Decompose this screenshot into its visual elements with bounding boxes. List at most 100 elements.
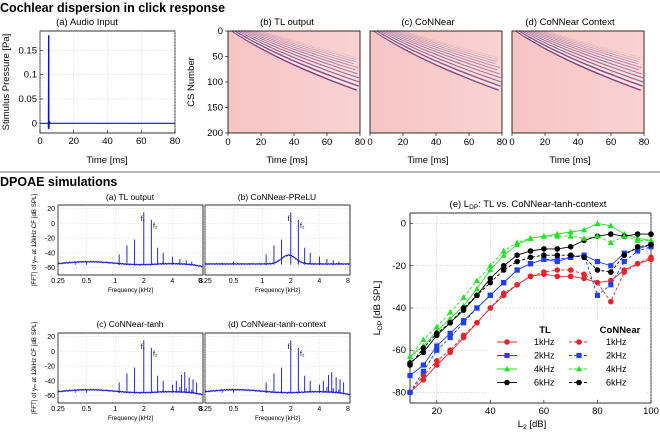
f1-label: f₁ xyxy=(141,344,146,351)
legend-label: 1kHz xyxy=(534,337,555,347)
x-axis-label: Frequency [kHz] xyxy=(255,415,300,422)
data-point xyxy=(621,252,628,259)
x-axis-label: Frequency [kHz] xyxy=(255,287,300,294)
data-point xyxy=(473,277,480,283)
data-point xyxy=(554,252,561,259)
dispersion-trace xyxy=(239,30,360,81)
data-point xyxy=(634,237,641,243)
header-dpoae: DPOAE simulations xyxy=(0,175,117,189)
x-tick-label: 1 xyxy=(260,278,264,285)
x-tick-label: 80 xyxy=(639,137,650,148)
data-point xyxy=(527,273,534,280)
data-point xyxy=(648,254,654,261)
dispersion-trace xyxy=(245,30,357,73)
y-tick-labels: 0-20-40-60-80 xyxy=(392,219,406,399)
x-tick-label: 1 xyxy=(113,406,117,413)
dispersion-trace xyxy=(385,30,500,75)
x-tick-label: 100 xyxy=(643,406,659,417)
x-tick-label: 80 xyxy=(592,406,603,417)
x-tick-label: 0 xyxy=(37,136,42,147)
x-axis-label: Time [ms] xyxy=(266,155,307,166)
dispersion-trace xyxy=(261,30,357,58)
y-tick-label: 100 xyxy=(207,77,223,88)
y-tick-label: -40 xyxy=(45,378,55,385)
dispersion-trace xyxy=(237,30,360,83)
data-point xyxy=(635,248,641,254)
dispersion-trace xyxy=(526,30,643,77)
legend-label: 2kHz xyxy=(606,351,627,361)
legend-marker xyxy=(504,339,510,345)
data-point xyxy=(634,260,641,267)
x-axis-label: Time [ms] xyxy=(549,155,590,166)
legend-marker xyxy=(576,379,582,386)
y-tick-label: 200 xyxy=(207,128,223,139)
x-tick-label: 2 xyxy=(142,406,146,413)
x-tick-label: 40 xyxy=(573,137,584,148)
dispersion-trace xyxy=(547,30,637,56)
data-point xyxy=(594,279,601,286)
legend-box xyxy=(486,320,646,398)
x-axis-label: Time [ms] xyxy=(86,155,127,166)
dispersion-trace xyxy=(394,30,496,65)
x-tick-label: 4 xyxy=(170,278,174,285)
dispersion-trace xyxy=(246,30,356,71)
data-point xyxy=(473,285,480,292)
x-tick-label: 0.25 xyxy=(51,278,65,285)
data-point xyxy=(433,323,440,330)
header-cochlear: Cochlear dispersion in click response xyxy=(0,1,225,15)
legend-label: 6kHz xyxy=(606,378,627,388)
dispersion-trace xyxy=(231,30,357,91)
data-point xyxy=(500,262,507,269)
legend-marker xyxy=(504,365,510,372)
y-axis-label: CS Number xyxy=(186,57,197,107)
data-point xyxy=(567,233,574,239)
x-tick-label: 2 xyxy=(142,278,146,285)
data-point xyxy=(407,353,413,359)
dispersion-trace xyxy=(541,30,644,63)
data-point xyxy=(621,233,628,239)
dispersion-trace xyxy=(527,30,642,75)
legend-label: 6kHz xyxy=(534,378,555,388)
heatmap-background xyxy=(512,31,644,133)
dispersion-trace xyxy=(381,30,502,81)
data-point xyxy=(608,231,614,237)
data-point xyxy=(487,262,494,269)
data-point xyxy=(554,246,561,252)
dispersion-trace xyxy=(375,30,501,89)
data-point xyxy=(500,267,507,273)
data-point xyxy=(541,252,547,259)
y-tick-label: 0 xyxy=(218,26,223,37)
dispersion-trace xyxy=(249,30,359,69)
y-tick-label: -40 xyxy=(45,250,55,257)
series-lines xyxy=(407,220,654,396)
heatmap-background xyxy=(370,31,502,133)
data-point xyxy=(500,252,507,258)
legend-marker xyxy=(576,365,582,372)
y-tick-label: 50 xyxy=(212,52,223,63)
ylabel-rest: [dB SPL] xyxy=(372,281,383,321)
x-tick-label: 20 xyxy=(256,137,267,148)
heatmap-traces xyxy=(373,30,502,91)
x-tick-label: 0.25 xyxy=(51,406,65,413)
data-point xyxy=(554,233,561,239)
x-tick-label: 0.5 xyxy=(229,278,239,285)
y-tick-label: -60 xyxy=(45,393,55,400)
dispersion-trace xyxy=(515,30,641,91)
dispersion-trace xyxy=(402,30,495,58)
data-point xyxy=(487,292,493,298)
x-tick-label: 40 xyxy=(485,406,496,417)
data-point xyxy=(541,256,547,263)
data-point xyxy=(634,243,641,250)
data-point xyxy=(527,248,534,254)
f2-label: f₂ xyxy=(300,223,305,230)
x-tick-label: 8 xyxy=(346,278,350,285)
dispersion-trace xyxy=(233,30,359,89)
x-tick-label: 0 xyxy=(367,137,372,148)
f1-label: f₁ xyxy=(288,344,293,351)
data-point xyxy=(594,292,601,298)
panel-title: (c) CoNNear-tanh xyxy=(96,319,163,329)
y-tick-label: -40 xyxy=(392,303,406,314)
y-tick-label: -20 xyxy=(45,236,55,243)
